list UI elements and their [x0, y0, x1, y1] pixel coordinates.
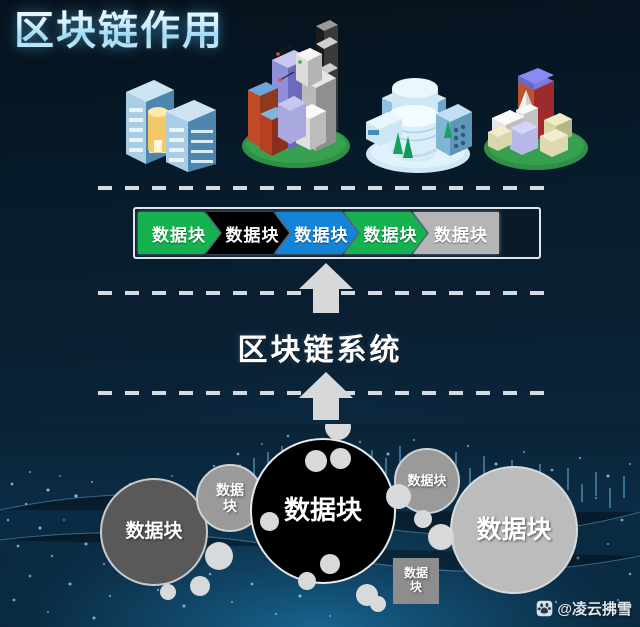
- divider-dashed-top: [98, 186, 546, 190]
- chain-block-1[interactable]: 数据块: [138, 212, 220, 254]
- satellite-dot: [190, 576, 210, 596]
- network-node-label-line1: 数据: [403, 566, 428, 581]
- upward-arrow-top: [299, 263, 353, 313]
- chain-block-label: 数据块: [294, 225, 349, 245]
- network-node-square[interactable]: 数据 块: [393, 558, 439, 604]
- system-label: 区块链系统: [237, 334, 403, 367]
- chain-block-2[interactable]: 数据块: [206, 212, 289, 254]
- satellite-dot: [160, 584, 176, 600]
- satellite-dot: [414, 510, 432, 528]
- upward-arrow-bottom: [299, 372, 353, 420]
- network-panel: 数据块 数据 块 数据块 数据块 数据块 数据 块: [0, 424, 640, 627]
- satellite-dot: [205, 542, 233, 570]
- chain-block-label: 数据块: [363, 225, 418, 245]
- network-node-label: 数据块: [125, 521, 183, 543]
- network-node-label-line1: 数据: [216, 481, 244, 498]
- satellite-dot: [298, 572, 316, 590]
- satellite-dot: [370, 596, 386, 612]
- network-node-label: 数据块: [476, 515, 552, 544]
- page-title: 区块链作用: [14, 9, 224, 53]
- satellite-dot: [305, 450, 327, 472]
- building-group-town: [484, 68, 588, 170]
- watermark: @凌云拂雪: [536, 598, 632, 619]
- network-node-label-line2: 块: [223, 498, 237, 514]
- baidu-paw-icon: [537, 600, 553, 617]
- city-illustration-row: [0, 10, 640, 180]
- watermark-handle: @凌云拂雪: [557, 601, 632, 618]
- satellite-dot: [320, 554, 340, 574]
- blockchain-chain: 数据块 数据块 数据块 数据块 数据块: [138, 212, 499, 254]
- chain-block-label: 数据块: [434, 225, 488, 245]
- satellite-dot: [428, 524, 454, 550]
- network-node-label-line2: 块: [409, 580, 422, 594]
- network-node-label: 数据块: [407, 472, 447, 488]
- building-group-civic: [366, 78, 472, 173]
- network-node-right-big[interactable]: 数据块: [450, 466, 578, 594]
- satellite-dot: [325, 424, 351, 440]
- building-group-office-towers: [126, 80, 216, 172]
- satellite-dot: [260, 512, 279, 531]
- satellite-dot: [386, 484, 411, 509]
- satellite-dot: [330, 448, 351, 469]
- building-group-skyscrapers: [242, 20, 350, 168]
- chain-block-label: 数据块: [225, 225, 280, 245]
- chain-block-label: 数据块: [152, 225, 206, 245]
- network-node-label: 数据 块: [216, 482, 244, 514]
- network-node-label: 数据块: [283, 495, 362, 526]
- network-node-label: 数据 块: [403, 566, 428, 595]
- network-node-left-dark[interactable]: 数据块: [100, 478, 208, 586]
